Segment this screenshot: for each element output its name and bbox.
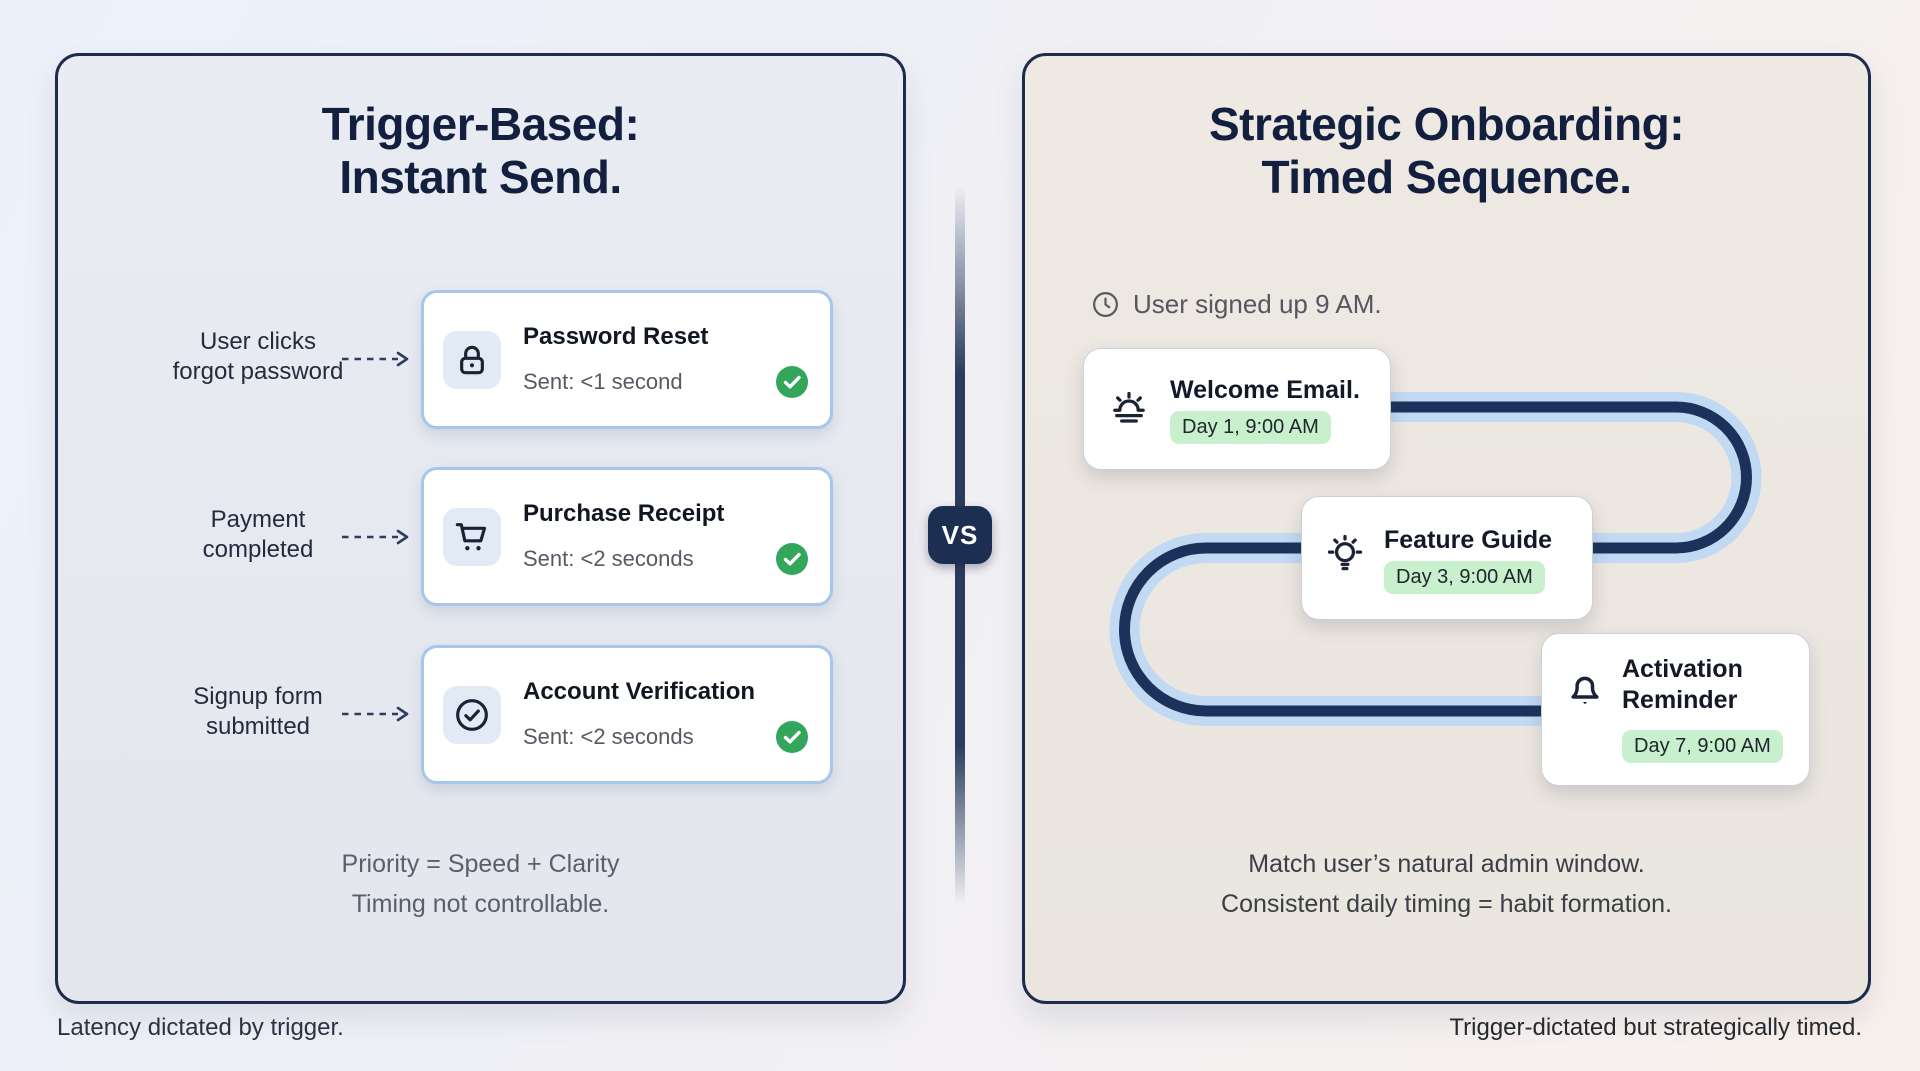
- trigger-label-line: forgot password: [172, 358, 344, 385]
- clock-icon: [1093, 292, 1118, 317]
- card-title: Purchase Receipt: [523, 500, 725, 527]
- trigger-label-payment: Payment completed: [118, 505, 398, 565]
- bell-icon: [1571, 676, 1599, 705]
- lock-icon: [460, 345, 484, 375]
- vs-badge: VS: [928, 506, 992, 564]
- sunrise-icon: [1113, 391, 1145, 423]
- card-subtitle: Sent: <2 seconds: [523, 546, 694, 571]
- trigger-card-password-reset: Password Reset Sent: <1 second: [421, 290, 833, 429]
- dashed-arrow-icon: [342, 529, 409, 545]
- trigger-label-line: Payment: [210, 506, 306, 533]
- note-line: Consistent daily timing = habit formatio…: [1221, 890, 1672, 918]
- dashed-arrow-icon: [342, 351, 409, 367]
- right-panel-note: Match user’s natural admin window. Consi…: [1025, 844, 1868, 924]
- left-panel-note: Priority = Speed + Clarity Timing not co…: [58, 844, 903, 924]
- card-subtitle: Sent: <2 seconds: [523, 724, 694, 749]
- signup-note-row: User signed up 9 AM.: [1090, 289, 1382, 320]
- step-card-activation-reminder: Activation Reminder Day 7, 9:00 AM: [1541, 633, 1810, 786]
- left-title-line2: Instant Send.: [339, 151, 622, 203]
- trigger-card-purchase-receipt: Purchase Receipt Sent: <2 seconds: [421, 467, 833, 606]
- signup-note-text: User signed up 9 AM.: [1133, 289, 1382, 319]
- trigger-based-panel: Trigger-Based: Instant Send. User clicks…: [55, 53, 906, 1004]
- trigger-label-line: Signup form: [193, 683, 323, 710]
- step-title: Feature Guide: [1384, 526, 1553, 554]
- trigger-label-password: User clicks forgot password: [118, 327, 398, 387]
- footer-left-caption: Latency dictated by trigger.: [57, 1014, 344, 1041]
- card-title: Account Verification: [523, 678, 756, 705]
- timeline-path: [1109, 392, 1762, 726]
- step-title: Activation Reminder: [1622, 655, 1743, 714]
- strategic-onboarding-panel: Strategic Onboarding: Timed Sequence. Us…: [1022, 53, 1871, 1004]
- vs-label: VS: [941, 519, 979, 550]
- check-badge-icon: [776, 721, 808, 753]
- check-badge-icon: [776, 543, 808, 575]
- card-subtitle: Sent: <1 second: [523, 369, 683, 394]
- right-title-line2: Timed Sequence.: [1261, 151, 1632, 203]
- left-panel-title: Trigger-Based: Instant Send.: [58, 98, 903, 204]
- right-title-line1: Strategic Onboarding:: [1208, 98, 1685, 150]
- icon-tile: [443, 686, 501, 744]
- note-line: Match user’s natural admin window.: [1248, 850, 1645, 878]
- cart-icon: [455, 523, 487, 551]
- lightbulb-icon: [1327, 534, 1363, 571]
- trigger-label-signup: Signup form submitted: [118, 682, 398, 742]
- left-title-line1: Trigger-Based:: [321, 98, 640, 150]
- step-card-welcome-email: Welcome Email. Day 1, 9:00 AM: [1083, 348, 1391, 470]
- note-line: Timing not controllable.: [351, 890, 610, 918]
- footer-right-caption: Trigger-dictated but strategically timed…: [1449, 1014, 1862, 1041]
- trigger-label-line: completed: [202, 536, 314, 563]
- card-title: Password Reset: [523, 323, 709, 350]
- check-badge-icon: [776, 366, 808, 398]
- step-title: Welcome Email.: [1170, 376, 1360, 404]
- icon-tile: [443, 331, 501, 389]
- check-circle-icon: [456, 699, 488, 731]
- trigger-label-line: User clicks: [199, 328, 316, 355]
- right-panel-title: Strategic Onboarding: Timed Sequence.: [1025, 98, 1868, 204]
- trigger-card-account-verification: Account Verification Sent: <2 seconds: [421, 645, 833, 784]
- dashed-arrow-icon: [342, 706, 409, 722]
- step-schedule-pill: Day 3, 9:00 AM: [1384, 561, 1545, 594]
- step-schedule-pill: Day 7, 9:00 AM: [1622, 730, 1783, 763]
- step-card-feature-guide: Feature Guide Day 3, 9:00 AM: [1301, 496, 1593, 620]
- step-schedule-pill: Day 1, 9:00 AM: [1170, 411, 1331, 444]
- icon-tile: [443, 508, 501, 566]
- note-line: Priority = Speed + Clarity: [341, 850, 620, 878]
- trigger-label-line: submitted: [205, 713, 311, 740]
